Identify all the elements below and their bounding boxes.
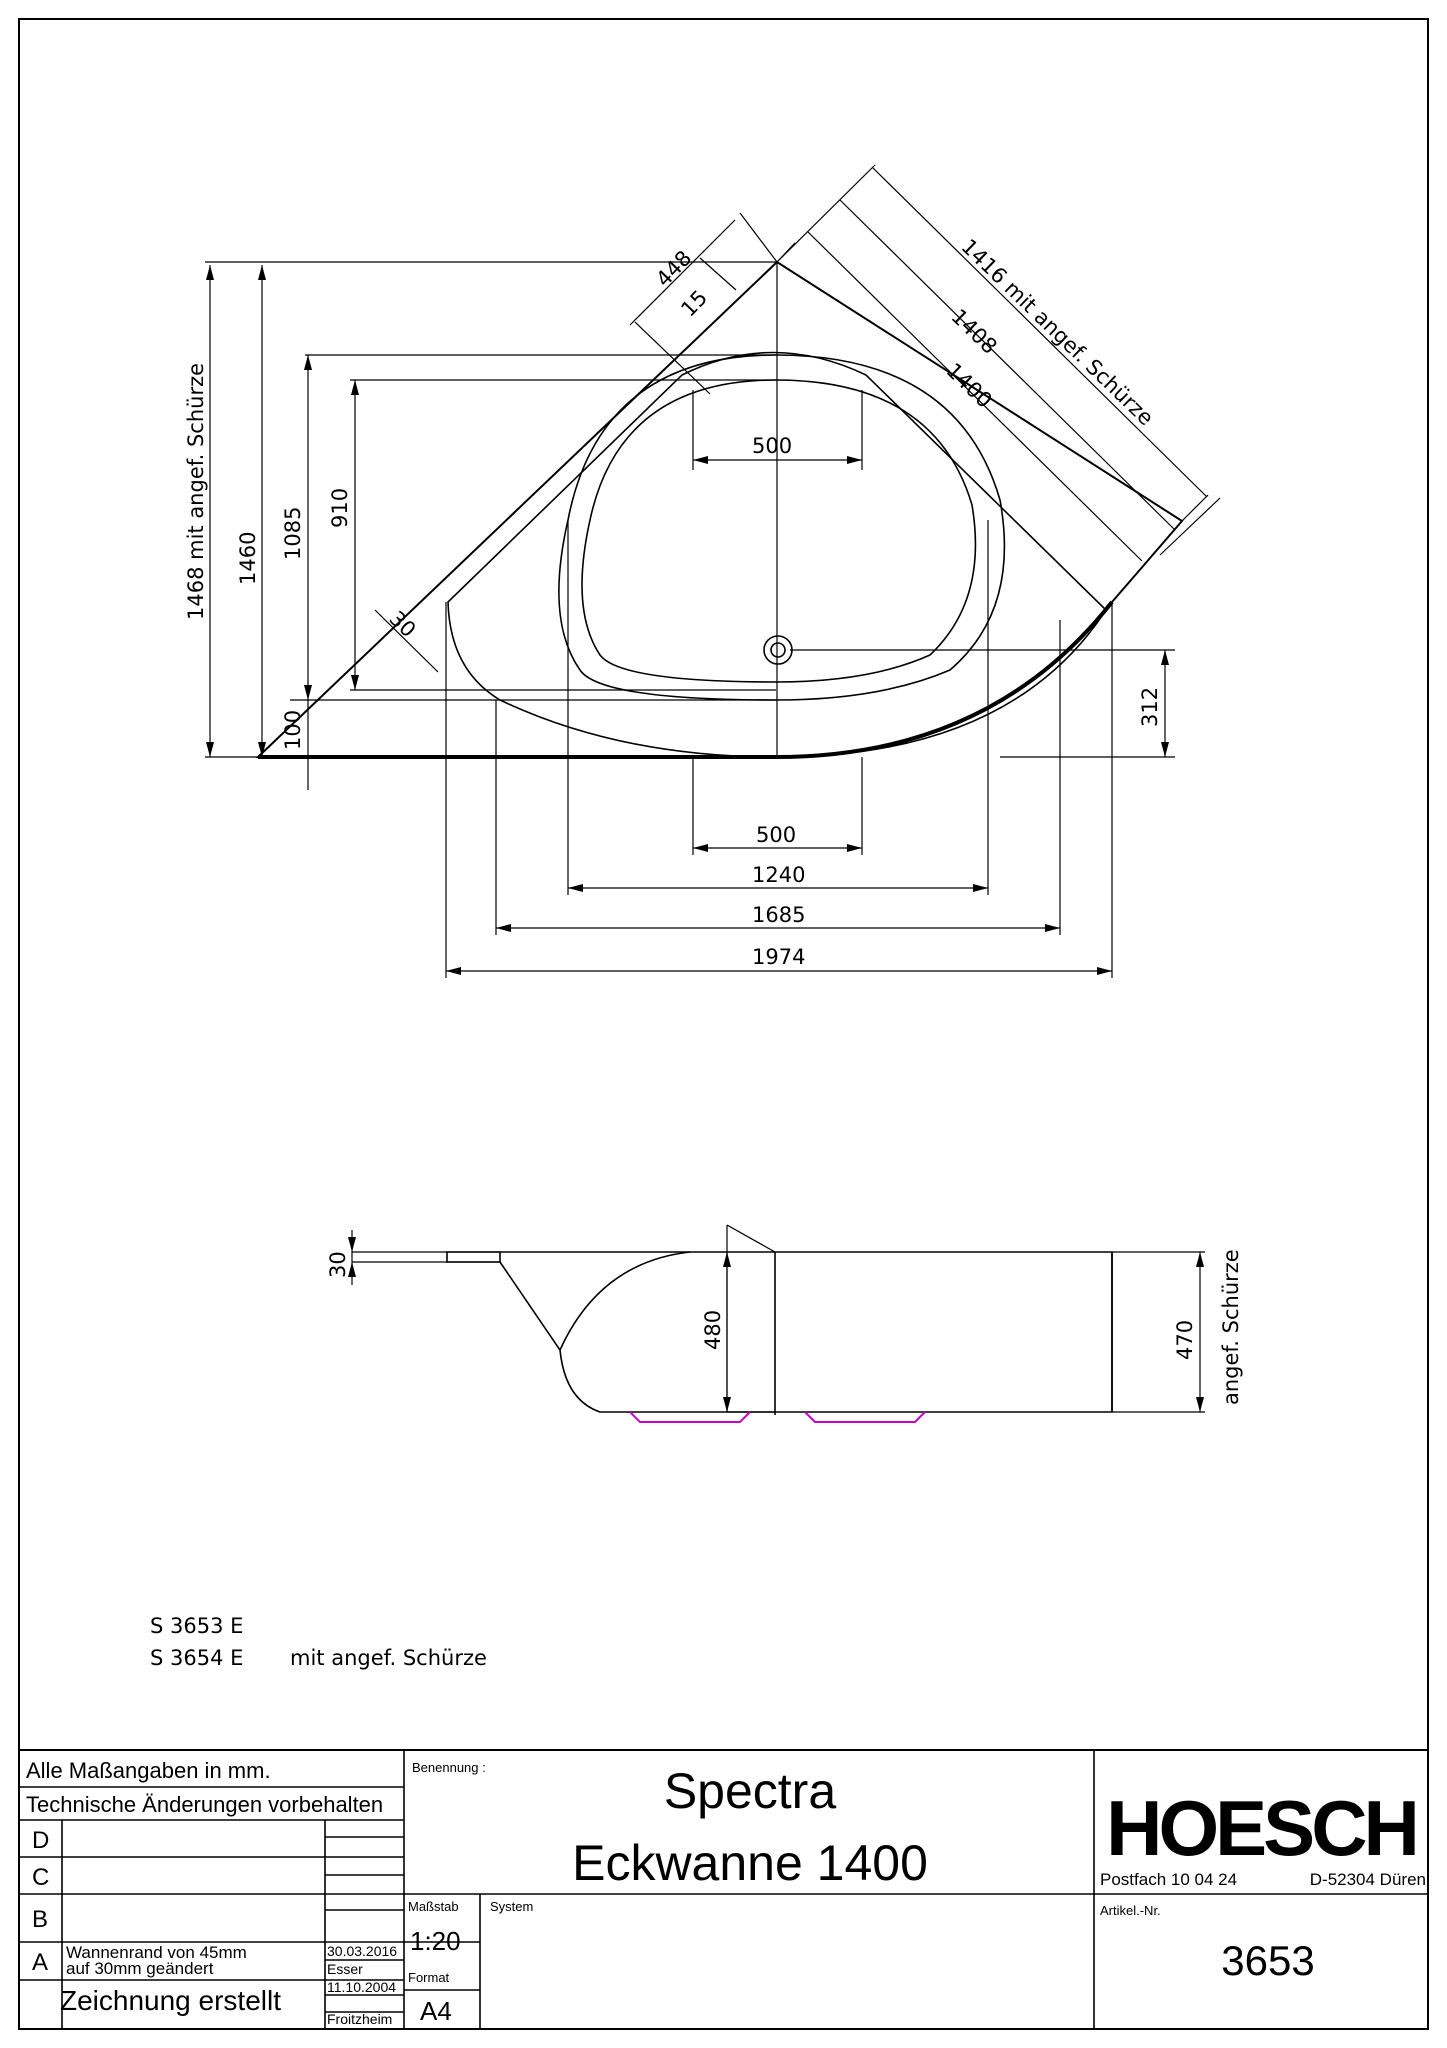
dim-15: 15 [676,286,712,322]
dim-312: 312 [1138,687,1162,727]
rev-letter-C: C [32,1864,49,1891]
format-value: A4 [420,1996,452,2026]
rev-letter-A: A [32,1949,48,1976]
title-block [18,1749,1429,2030]
dim-1240: 1240 [752,863,805,887]
dim-500-bottom: 500 [756,823,796,847]
dim-1460: 1460 [236,532,260,585]
created-date: 11.10.2004 [327,1979,396,1995]
note-dimensions-mm: Alle Maßangaben in mm. [26,1758,271,1783]
sheet-border [18,18,1429,2030]
variant-code-1: S 3653 E [150,1614,243,1638]
section-arrowheads [348,1237,1204,1412]
created-text: Zeichnung erstellt [60,1985,281,2016]
rev-letter-D: D [32,1827,49,1854]
dim-448: 448 [651,246,696,292]
scale-value: 1:20 [410,1926,461,1956]
foot-left [629,1411,751,1423]
section-rim [446,1251,501,1263]
section-dim-30: 30 [326,1251,350,1278]
article-label: Artikel.-Nr. [1100,1903,1161,1918]
rev-A-name: Esser [327,1961,363,1977]
created-name: Froitzheim [327,2011,392,2027]
scale-label: Maßstab [408,1899,459,1914]
rev-letter-B: B [32,1906,48,1933]
dim-1468: 1468 mit angef. Schürze [184,363,208,620]
benennung-label: Benennung : [412,1760,486,1775]
drain-outer [763,635,793,665]
system-label: System [490,1899,533,1914]
rev-A-date: 30.03.2016 [327,1943,397,1959]
product-name-line1: Spectra [664,1763,837,1819]
section-dim-texts: 30 480 470 angef. Schürze [326,1249,1243,1405]
plan-dim-texts: 1416 mit angef. Schürze 1408 1400 448 15… [184,234,1162,969]
rev-A-text1: Wannenrand von 45mm [66,1943,247,1962]
logo-hoesch: HOESCH [1106,1784,1416,1872]
variants-list: S 3653 E S 3654 E mit angef. Schürze [150,1614,487,1670]
city: D-52304 Düren [1310,1870,1426,1889]
plan-arrowheads [206,265,1169,975]
dim-100: 100 [281,710,305,750]
foot-right [804,1411,926,1423]
tub-basin-inner [581,379,977,683]
dim-1400: 1400 [942,358,997,412]
dim-line-1408 [839,199,1175,530]
dim-1974: 1974 [752,945,805,969]
dim-line-1400 [807,231,1143,562]
variant-note-2: mit angef. Schürze [290,1646,487,1670]
dim-500-top: 500 [752,434,792,458]
rev-A-text2: auf 30mm geändert [66,1959,214,1978]
dim-30: 30 [385,606,421,642]
address: Postfach 10 04 24 [1100,1870,1237,1889]
plan-view [205,164,1221,978]
drain-inner [770,642,786,658]
section-inner-curve [559,1251,691,1351]
article-number: 3653 [1221,1937,1314,1984]
note-technical-changes: Technische Änderungen vorbehalten [26,1792,383,1817]
section-tub-outline [499,1251,1113,1413]
format-label: Format [408,1970,450,1985]
title-block-texts: Alle Maßangaben in mm. Technische Änderu… [26,1758,1426,2027]
section-view [351,1224,1205,1423]
section-dim-470: 470 [1173,1320,1197,1360]
dim-910: 910 [328,488,352,528]
dim-line-448 [629,219,736,326]
dim-1085: 1085 [281,507,305,560]
variant-code-2: S 3654 E [150,1646,243,1670]
dim-line-1416 [872,167,1208,498]
dim-1685: 1685 [752,903,805,927]
section-dim-480: 480 [701,1310,725,1350]
product-name-line2: Eckwanne 1400 [572,1835,928,1891]
section-apron-label: angef. Schürze [1219,1249,1243,1405]
